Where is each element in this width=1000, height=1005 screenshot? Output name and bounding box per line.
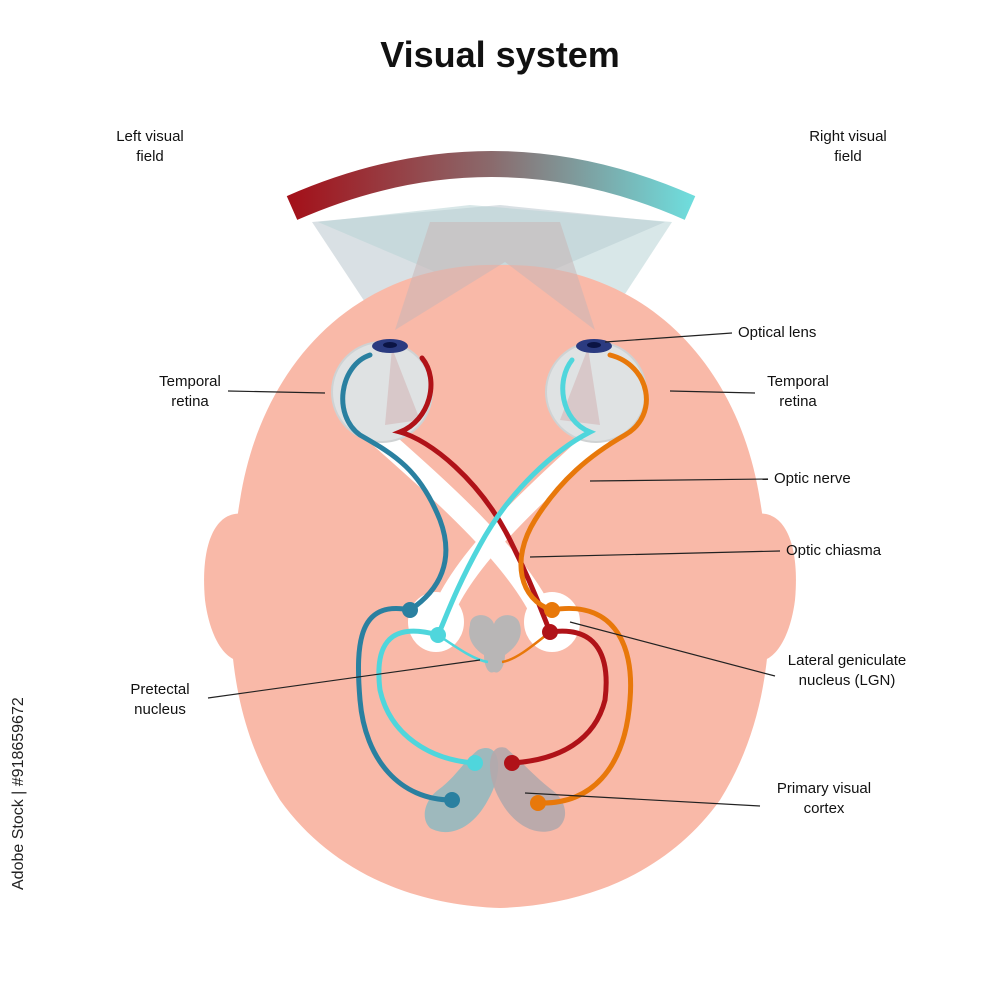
leader-temporal-retina-left: [227, 390, 326, 394]
leader-visual-cortex: [524, 792, 761, 807]
left-eyeball: [331, 339, 433, 443]
lgn-node-teal: [402, 602, 418, 618]
left-ear: [204, 513, 250, 662]
lgn-node-orange: [544, 602, 560, 618]
pathway-right-temporal: [518, 352, 649, 806]
page-title: Visual system: [380, 34, 620, 75]
label-optic-chiasma: Optic chiasma: [786, 542, 882, 559]
label-lgn: Lateral geniculate nucleus (LGN): [787, 652, 907, 689]
label-optical-lens: Optical lens: [738, 324, 817, 341]
label-optic-nerve: Optic nerve: [774, 470, 851, 487]
lgn-left-area: [408, 592, 464, 652]
right-ear: [750, 513, 796, 662]
label-primary-visual-cortex: Primary visual cortex: [776, 780, 872, 817]
leader-lgn: [569, 621, 776, 677]
cortex-node-teal: [444, 792, 460, 808]
head-silhouette: [230, 264, 770, 908]
label-temporal-retina-left: Temporal retina: [159, 373, 221, 410]
leader-temporal-retina-right: [669, 390, 756, 394]
pretectal-shape: [469, 615, 521, 673]
label-temporal-retina-right: Temporal retina: [767, 373, 829, 410]
cortex-node-red: [504, 755, 520, 771]
leader-optic-chiasma: [529, 550, 781, 558]
leader-pretectal: [207, 659, 481, 699]
label-pretectal-nucleus: Pretectal nucleus: [130, 681, 190, 718]
field-overlap-region: [395, 222, 595, 330]
label-right-visual-field: Right visual field: [809, 128, 887, 165]
stock-credit: Adobe Stock | #918659672: [10, 697, 27, 890]
visual-field-arc: [286, 151, 696, 220]
leader-optical-lens: [604, 332, 733, 343]
leader-optic-nerve: [589, 478, 769, 482]
pathway-right-nasal: [376, 357, 597, 766]
label-left-visual-field: Left visual field: [116, 128, 184, 165]
cortex-node-cyan: [467, 755, 483, 771]
lgn-node-red: [542, 624, 558, 640]
lgn-node-cyan: [430, 627, 446, 643]
pathway-left-temporal: [340, 352, 455, 803]
cortex-node-orange: [530, 795, 546, 811]
